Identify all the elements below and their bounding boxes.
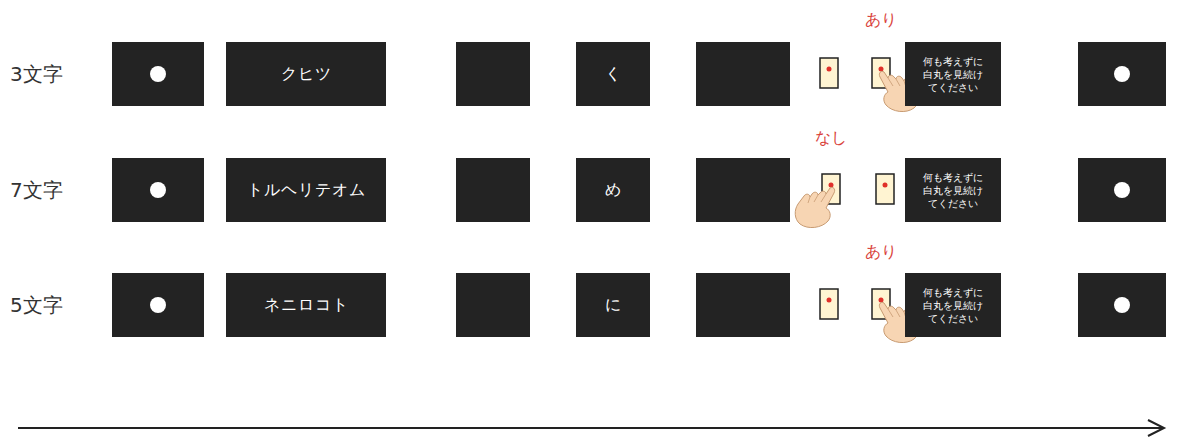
trial-row [112, 42, 1166, 112]
blank-screen [456, 42, 530, 106]
response-card [820, 289, 838, 319]
fixation-dot [150, 66, 166, 82]
fixation-screen [1078, 42, 1166, 106]
screen-text: 何も考えずに 白丸を見続け てください [911, 171, 995, 210]
fixation-screen [1078, 158, 1166, 222]
probe-screen: に [576, 273, 650, 337]
memory-set-screen: ネニロコト [226, 273, 386, 337]
instruction-screen: 何も考えずに 白丸を見続け てください [905, 42, 1001, 106]
screen-text: 何も考えずに 白丸を見続け てください [911, 286, 995, 325]
instruction-screen: 何も考えずに 白丸を見続け てください [905, 158, 1001, 222]
card-dot [879, 298, 884, 303]
card-dot [827, 298, 832, 303]
memory-set-screen: トルヘリテオム [226, 158, 386, 222]
response-label: あり [865, 10, 897, 31]
blank-screen [696, 273, 790, 337]
screen-text: トルヘリテオム [247, 180, 366, 201]
response-label: あり [865, 242, 897, 263]
response-card [820, 58, 838, 88]
fixation-dot [1114, 182, 1130, 198]
screen-text: く [605, 64, 622, 85]
arrow-head [1148, 420, 1164, 436]
fixation-dot [150, 297, 166, 313]
blank-screen [456, 158, 530, 222]
fixation-screen [112, 273, 204, 337]
screen-text: に [605, 295, 622, 316]
fixation-dot [1114, 297, 1130, 313]
blank-screen [696, 42, 790, 106]
screen-text: クヒツ [281, 64, 332, 85]
fixation-screen [112, 158, 204, 222]
time-arrow [18, 427, 1162, 429]
blank-screen [696, 158, 790, 222]
instruction-screen: 何も考えずに 白丸を見続け てください [905, 273, 1001, 337]
fixation-screen [112, 42, 204, 106]
card-dot [829, 183, 834, 188]
condition-label: 3文字 [10, 61, 63, 88]
fixation-dot [1114, 66, 1130, 82]
trial-row [112, 158, 1166, 228]
memory-set-screen: クヒツ [226, 42, 386, 106]
condition-label: 5文字 [10, 292, 63, 319]
hand-icon [795, 187, 834, 227]
condition-label: 7文字 [10, 177, 63, 204]
fixation-screen [1078, 273, 1166, 337]
fixation-dot [150, 182, 166, 198]
screen-text: め [605, 180, 622, 201]
card-dot [827, 67, 832, 72]
card-dot [883, 183, 888, 188]
response-label: なし [815, 128, 847, 149]
probe-screen: め [576, 158, 650, 222]
blank-screen [456, 273, 530, 337]
response-card [876, 174, 894, 204]
screen-text: ネニロコト [264, 295, 349, 316]
trial-row [112, 273, 1166, 343]
screen-text: 何も考えずに 白丸を見続け てください [911, 55, 995, 94]
card-dot [879, 67, 884, 72]
probe-screen: く [576, 42, 650, 106]
